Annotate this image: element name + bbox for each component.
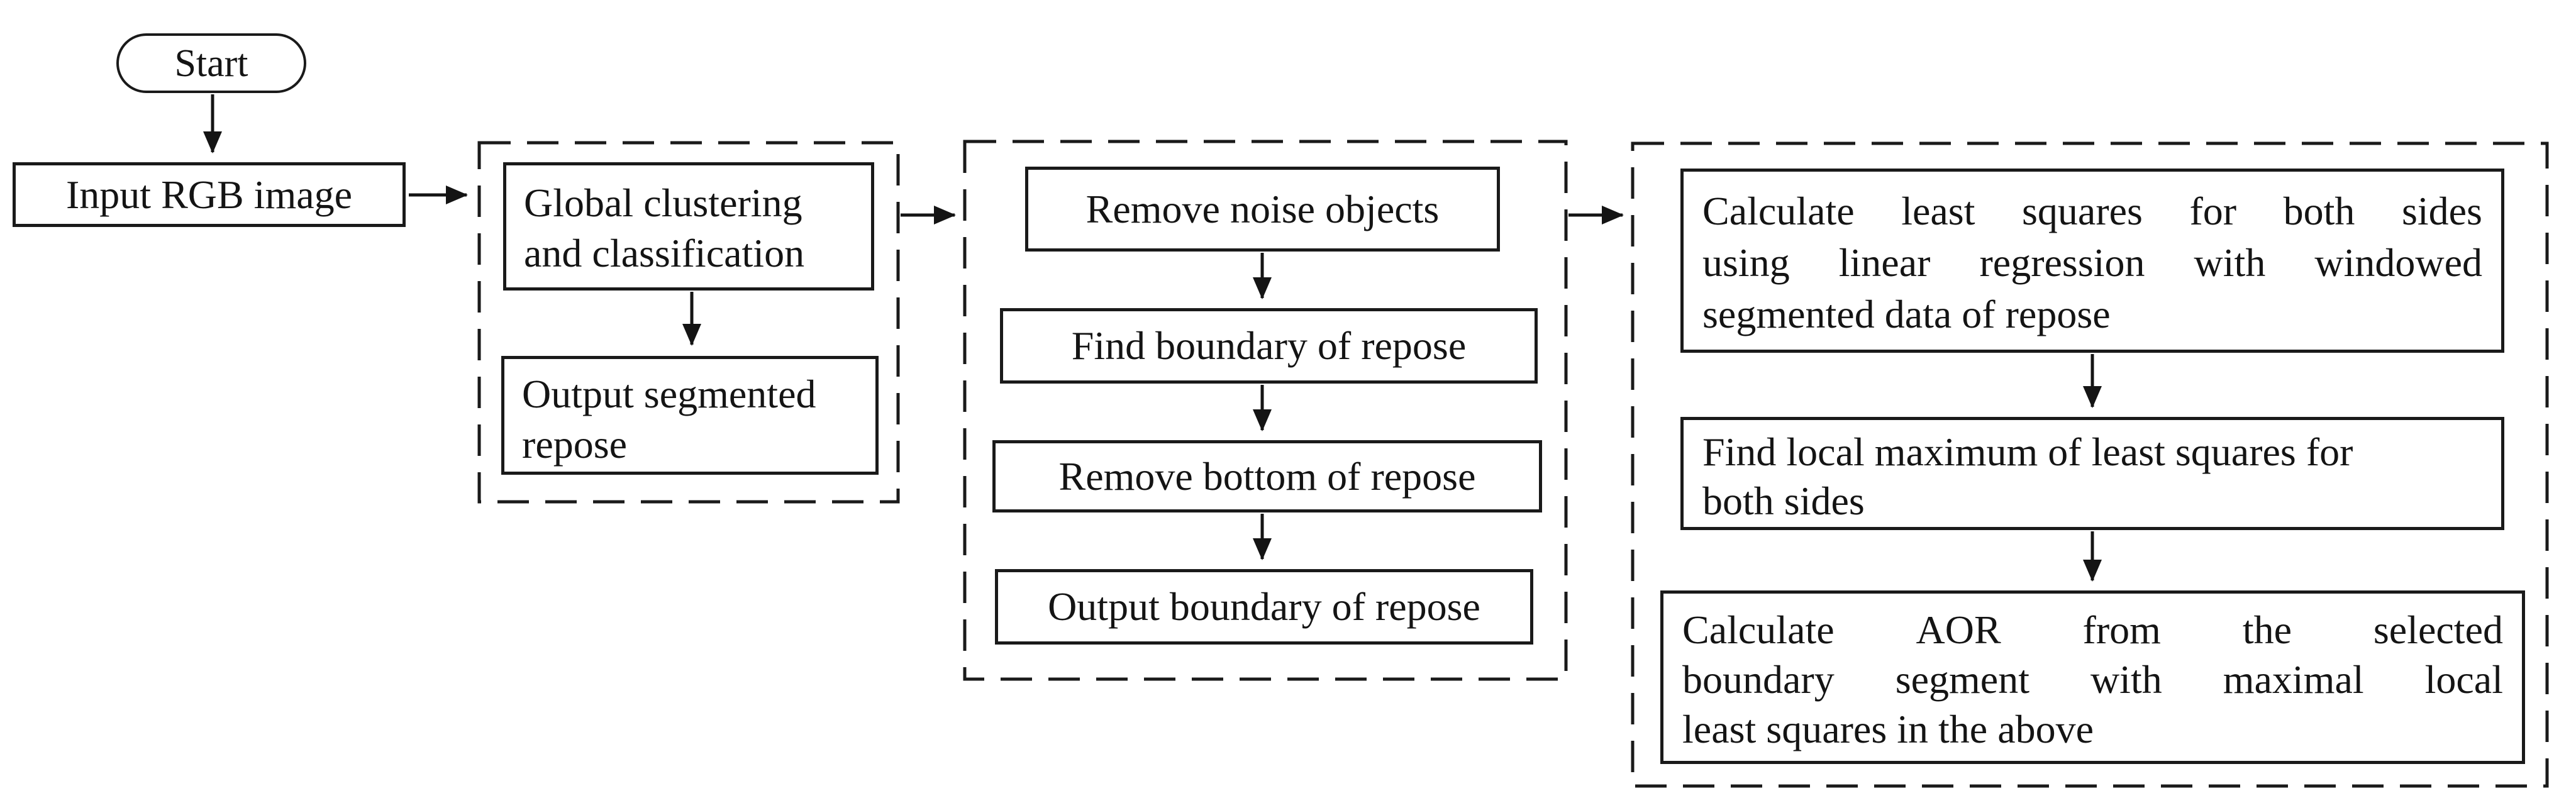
remove-noise-objects-node: Remove noise objects	[1025, 167, 1500, 252]
group-boundary-frame	[963, 140, 1568, 681]
remove-bottom-of-repose-node: Remove bottom of repose	[992, 440, 1542, 512]
start-node: Start	[116, 33, 306, 93]
group-segmentation-frame	[477, 141, 900, 504]
find-boundary-of-repose-node: Find boundary of repose	[1000, 308, 1538, 384]
input-rgb-image-node: Input RGB image	[13, 162, 406, 227]
group-aor-frame	[1631, 141, 2549, 788]
output-boundary-of-repose-node: Output boundary of repose	[995, 569, 1533, 645]
